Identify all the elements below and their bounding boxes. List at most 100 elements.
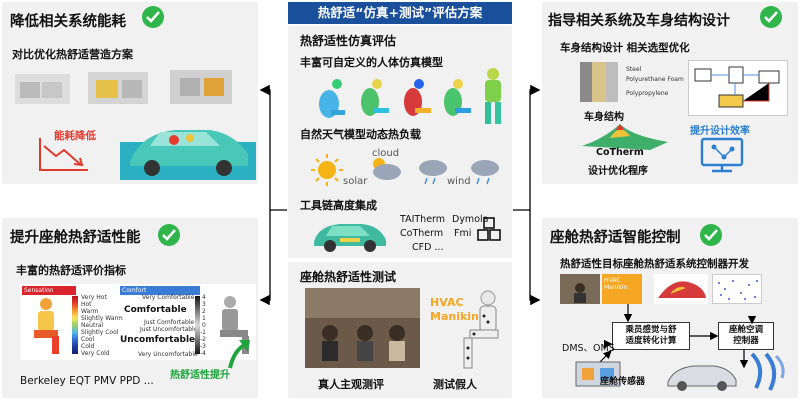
human-thermal-figure — [28, 296, 64, 360]
ducts-image — [746, 348, 790, 394]
sens-very-cold: Very Cold — [81, 350, 110, 357]
human-model-5 — [485, 68, 501, 124]
body-layers-image — [580, 62, 620, 102]
center-header-text: 热舒适“仿真+测试”评估方案 — [317, 5, 483, 20]
top-left-subtitle: 对比优化热舒适营造方案 — [12, 48, 133, 61]
sens-cold: Cold — [81, 343, 95, 350]
sensation-header: Sensation — [22, 286, 76, 295]
layer-pp: Polypropylene — [626, 90, 669, 97]
toolchain-car-image — [310, 212, 390, 254]
word-solar: solar — [343, 176, 368, 187]
scale-m3: -3 — [200, 343, 206, 350]
improve-arrow-icon — [226, 336, 252, 374]
comfortable: Comfortable — [124, 305, 187, 315]
body-label: 车身结构 — [584, 112, 624, 123]
seat-models-image — [10, 64, 255, 114]
comfort-header: Comfort — [120, 286, 200, 295]
surface-plot-image — [580, 118, 670, 152]
energy-label: 能耗降低 — [54, 130, 96, 142]
bottom-left-check-icon — [158, 224, 180, 246]
sun-icon — [311, 154, 343, 186]
manikin-thumb-label: HVAC Manikin — [604, 277, 628, 291]
comfort-calc-block: 乘员感觉与舒 适度转化计算 — [612, 322, 690, 350]
scatter-image — [712, 274, 762, 304]
evaluation-chart — [20, 284, 256, 360]
center-panel-sim — [288, 26, 512, 258]
scale-m1: -1 — [200, 329, 206, 336]
efficiency-label: 提升设计效率 — [690, 126, 750, 137]
very-uncomfortable: Very Uncomfortable — [138, 351, 198, 358]
tool-taitherm: TAITherm — [400, 214, 446, 225]
bottom-right-check-icon — [700, 224, 722, 246]
sim-title: 热舒适性仿真评估 — [300, 34, 397, 48]
weather-label: 自然天气模型动态热负载 — [300, 128, 421, 141]
just-comfortable: Just Comfortable — [144, 319, 195, 326]
human-model-4 — [444, 79, 471, 116]
layer-foam: Polyurethane Foam — [626, 76, 684, 83]
storm-cloud-icon — [471, 160, 499, 185]
sens-very-hot: Very Hot — [81, 294, 107, 301]
manikin-thumb: HVAC Manikin — [602, 274, 642, 304]
tool-cotherm: CoTherm — [400, 228, 444, 239]
very-comfortable: Very Comfortable — [142, 294, 195, 301]
top-left-title: 降低相关系统能耗 — [10, 14, 126, 30]
cotherm-label: CoTherm — [596, 147, 644, 158]
layer-steel: Steel — [626, 66, 642, 73]
tool-dymola: Dymola — [452, 214, 489, 225]
metrics-label: Berkeley EQT PMV PPD ... — [20, 375, 154, 387]
sens-slightly-cool: Slightly Cool — [81, 329, 119, 336]
cloud-sun-icon — [373, 158, 401, 180]
human-models-image — [315, 66, 510, 126]
cubes-icon — [476, 216, 504, 250]
bottom-right-title: 座舱热舒适智能控制 — [550, 230, 681, 246]
bottom-right-subtitle: 热舒适性目标座舱热舒适系统控制器开发 — [560, 258, 749, 270]
sensation-colorbar — [72, 296, 78, 354]
real-person-photo — [305, 288, 420, 368]
bottom-left-subtitle: 丰富的热舒适评价指标 — [16, 264, 126, 277]
improve-label: 热舒适性提升 — [170, 370, 230, 381]
sens-warm: Warm — [81, 308, 99, 315]
comfort-colorbar — [195, 296, 200, 354]
ac-controller-block: 座舱空调 控制器 — [718, 322, 774, 350]
car-thermal-image — [120, 112, 256, 180]
program-label: 设计优化程序 — [588, 166, 648, 177]
dms-label: DMS、OMS — [562, 343, 615, 354]
monitor-flow-icon — [700, 137, 744, 177]
scale-2: 2 — [202, 308, 206, 315]
sens-neutral: Neutral — [81, 322, 104, 329]
center-header: 热舒适“仿真+测试”评估方案 — [288, 2, 512, 24]
scale-4: 4 — [202, 294, 206, 301]
human-model-3 — [404, 79, 431, 116]
sens-hot: Hot — [81, 301, 92, 308]
scale-m2: -2 — [200, 336, 206, 343]
human-model-1 — [319, 79, 345, 118]
cabin-model-image — [572, 356, 624, 392]
human-model-label: 丰富可自定义的人体仿真模型 — [300, 56, 443, 69]
weather-icons — [305, 142, 510, 192]
scale-m4: -4 — [200, 350, 206, 357]
heatmap-3d-image — [654, 274, 708, 304]
rain-cloud-icon — [419, 160, 447, 185]
top-right-subtitle: 车身结构设计 相关选型优化 — [560, 42, 690, 54]
energy-trend-icon — [38, 136, 90, 176]
human-model-2 — [361, 79, 389, 116]
scale-0: 0 — [202, 322, 206, 329]
bottom-left-title: 提升座舱热舒适性能 — [10, 230, 141, 246]
top-right-title: 指导相关系统及车身结构设计 — [548, 13, 730, 29]
scale-1: 1 — [202, 315, 206, 322]
uncomfortable: Uncomfortable — [120, 335, 196, 345]
word-cloud: cloud — [372, 148, 400, 159]
controller-photo — [560, 274, 600, 304]
hvac-manikin-label: HVAC Manikin — [430, 296, 479, 323]
sensor-label: 座舱传感器 — [600, 377, 646, 387]
test-title: 座舱热舒适性测试 — [300, 270, 397, 284]
just-uncomfortable: Just Uncomfortable — [140, 326, 198, 333]
sens-cool: Cool — [81, 336, 95, 343]
toolchain-label: 工具链高度集成 — [300, 199, 377, 212]
dummy-label: 测试假人 — [433, 378, 477, 391]
real-person-label: 真人主观测评 — [318, 378, 384, 391]
tool-fmi: Fmi — [454, 228, 472, 239]
tool-cfd: CFD ... — [412, 242, 444, 253]
system-schematic-image — [688, 60, 788, 116]
